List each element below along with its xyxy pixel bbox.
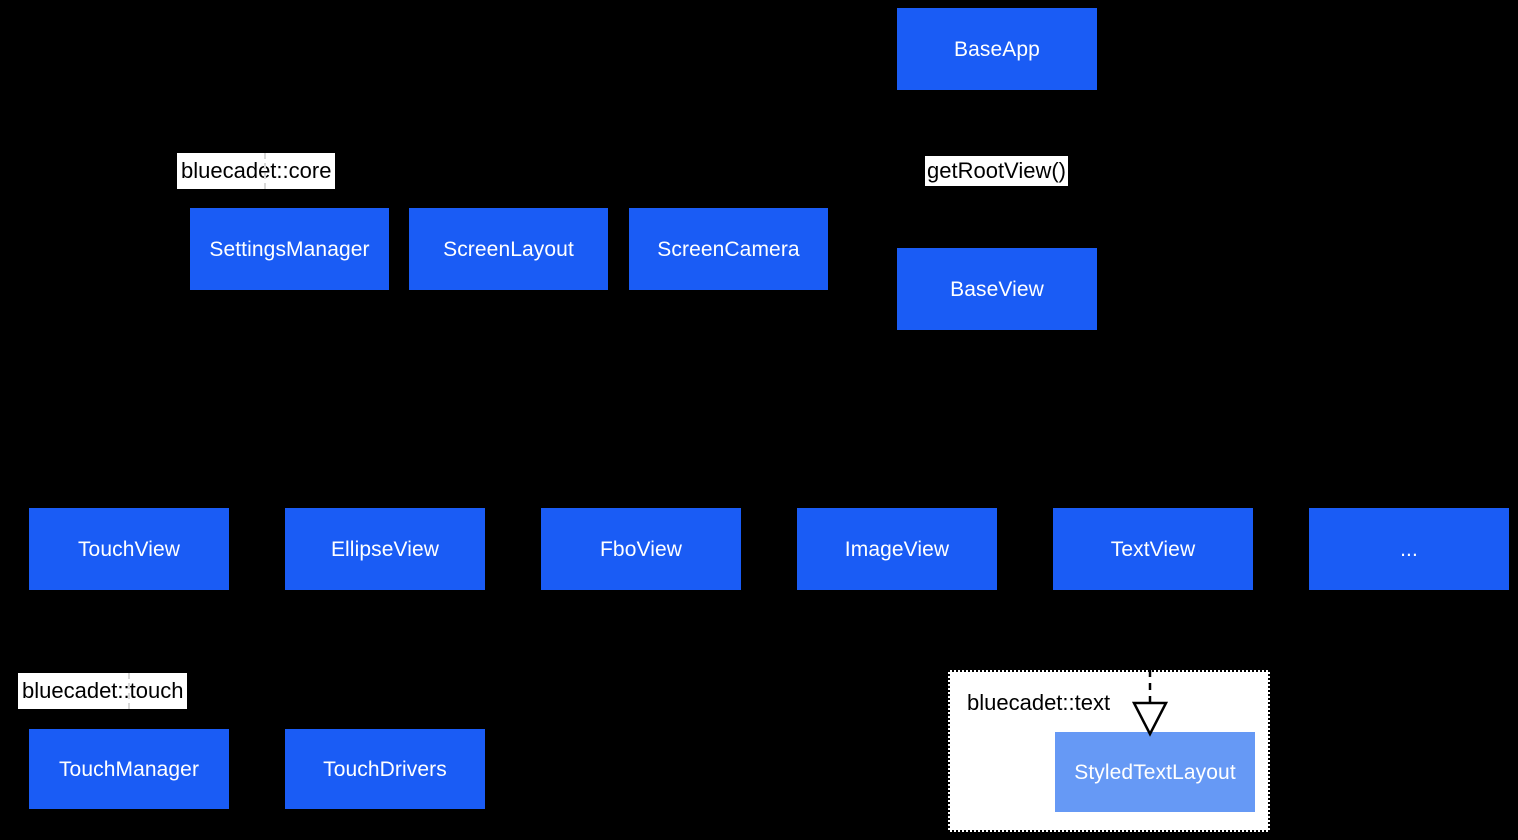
node-fbo-view-label: FboView: [599, 537, 683, 561]
node-touch-drivers-label: TouchDrivers: [323, 757, 447, 781]
node-image-view-label: ImageView: [844, 537, 950, 561]
node-base-app[interactable]: BaseApp: [897, 8, 1097, 90]
node-base-app-label: BaseApp: [954, 37, 1040, 61]
node-more-views[interactable]: ...: [1309, 508, 1509, 590]
node-screen-layout[interactable]: ScreenLayout: [409, 208, 608, 290]
edge-label-get-root-view-text: getRootView(): [927, 158, 1066, 183]
edge-label-get-root-view: getRootView(): [925, 156, 1068, 186]
node-touch-view-label: TouchView: [77, 537, 181, 561]
node-more-views-label: ...: [1400, 537, 1418, 561]
node-touch-manager[interactable]: TouchManager: [29, 729, 229, 809]
node-ellipse-view-label: EllipseView: [330, 537, 440, 561]
package-label-text: bluecadet::text: [967, 690, 1111, 715]
package-touch-ghost-border: [128, 673, 130, 709]
node-screen-camera-label: ScreenCamera: [657, 237, 800, 261]
node-fbo-view[interactable]: FboView: [541, 508, 741, 590]
node-settings-manager[interactable]: SettingsManager: [190, 208, 389, 290]
node-image-view[interactable]: ImageView: [797, 508, 997, 590]
package-label-core: bluecadet::core: [177, 153, 336, 189]
package-label-touch-text: bluecadet::touch: [22, 678, 184, 703]
node-text-view-label: TextView: [1110, 537, 1196, 561]
package-container-text: bluecadet::text StyledTextLayout: [948, 670, 1270, 832]
node-touch-drivers[interactable]: TouchDrivers: [285, 729, 485, 809]
node-styled-text-layout-label: StyledTextLayout: [1074, 760, 1236, 784]
node-base-view-label: BaseView: [950, 277, 1044, 301]
package-core-ghost-border: [264, 153, 266, 189]
node-touch-manager-label: TouchManager: [58, 757, 200, 781]
realization-arrow-styled-text-layout: [1131, 670, 1169, 737]
package-label-touch: bluecadet::touch: [18, 673, 188, 709]
node-screen-camera[interactable]: ScreenCamera: [629, 208, 828, 290]
node-ellipse-view[interactable]: EllipseView: [285, 508, 485, 590]
node-touch-view[interactable]: TouchView: [29, 508, 229, 590]
node-settings-manager-label: SettingsManager: [209, 237, 370, 261]
node-base-view[interactable]: BaseView: [897, 248, 1097, 330]
node-text-view[interactable]: TextView: [1053, 508, 1253, 590]
node-screen-layout-label: ScreenLayout: [443, 237, 574, 261]
package-label-core-text: bluecadet::core: [181, 158, 332, 183]
node-styled-text-layout[interactable]: StyledTextLayout: [1055, 732, 1255, 812]
